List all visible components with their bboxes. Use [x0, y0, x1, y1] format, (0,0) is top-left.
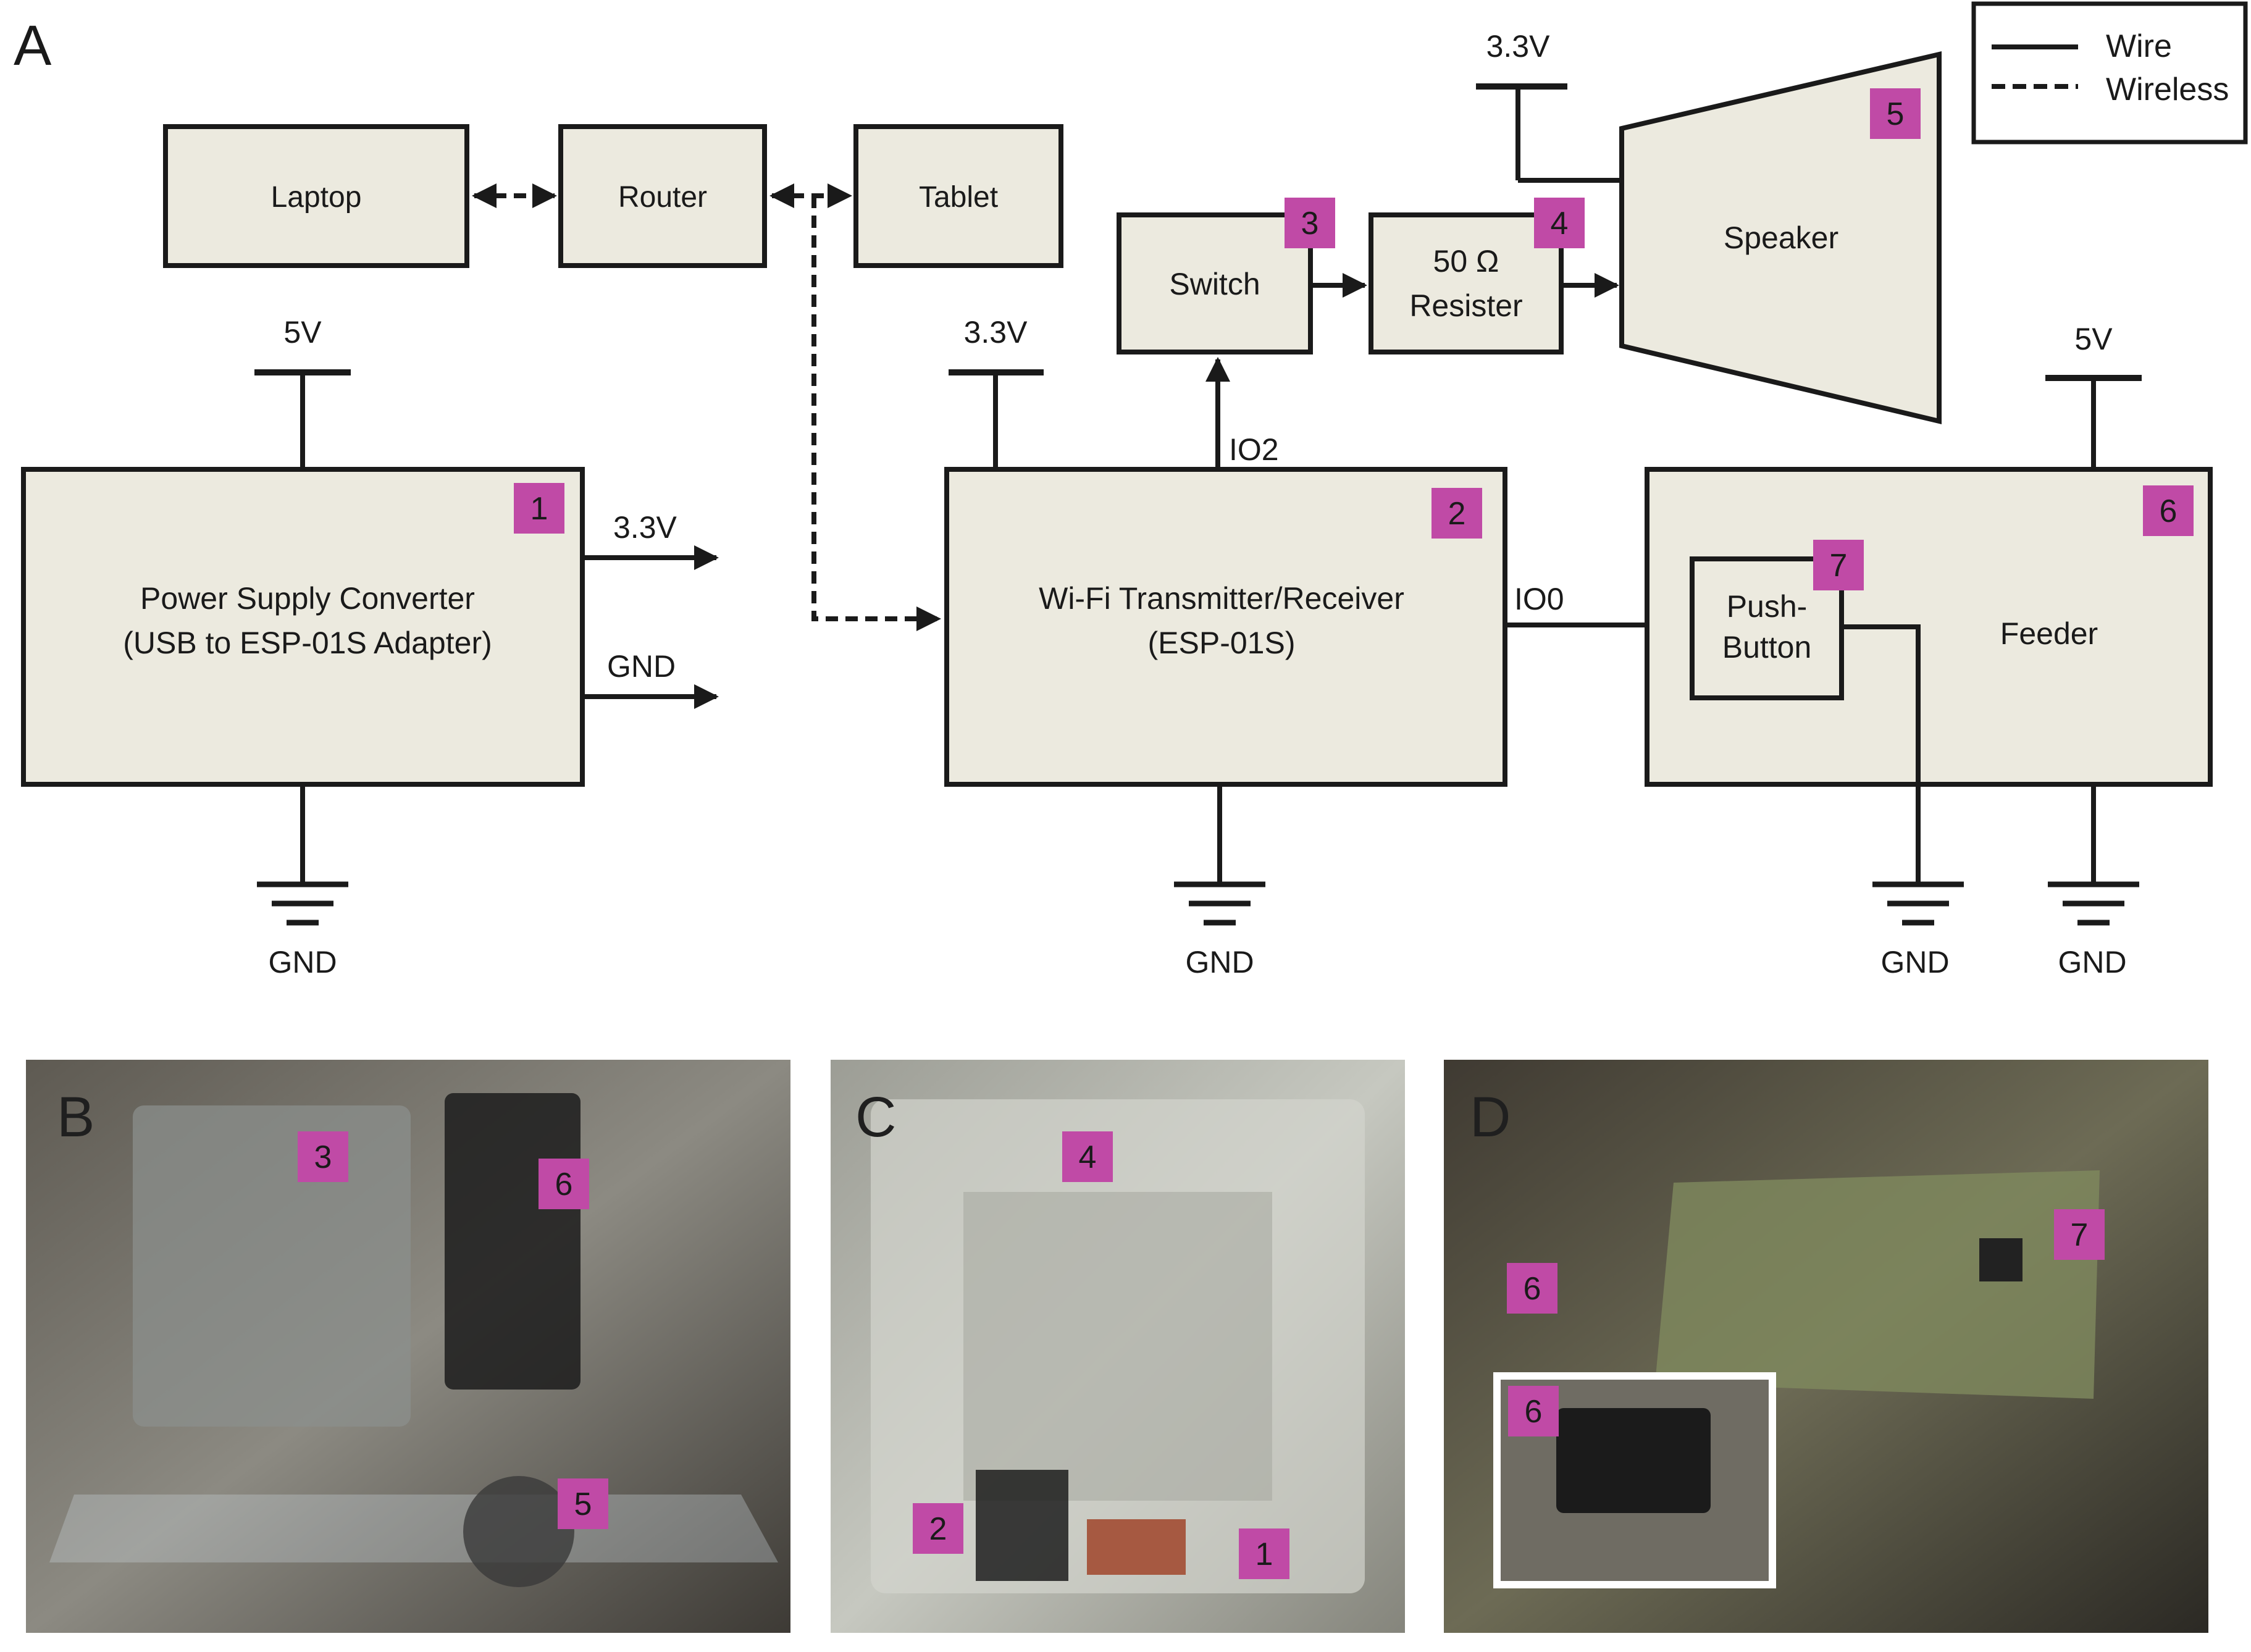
wifi-io0-label: IO0 [1514, 582, 1564, 616]
photo-d: D 7 6 6 [1444, 1060, 2208, 1633]
wifi-io2-label: IO2 [1229, 432, 1279, 467]
photo-b-tag-5-text: 5 [574, 1486, 592, 1522]
tag-1-text: 1 [530, 491, 548, 527]
photo-d-inset-tag-6 [1508, 1386, 1559, 1436]
photo-c-tag-1 [1239, 1528, 1289, 1579]
photo-d-inset-tag-6-text: 6 [1525, 1394, 1543, 1430]
photo-c-tag-2-text: 2 [929, 1511, 947, 1547]
tag-7-text: 7 [1830, 548, 1848, 584]
tablet-node: Tablet [853, 124, 1063, 268]
push-button-label-2: Button [1722, 630, 1812, 665]
router-wifi-wireless-link [811, 196, 941, 631]
feeder-5v-label: 5V [2074, 322, 2113, 356]
feeder-label: Feeder [2000, 616, 2098, 651]
photo-b-tag-6 [539, 1159, 589, 1209]
button-gnd-label: GND [1880, 945, 1949, 979]
photo-c-tag-4-text: 4 [1079, 1139, 1097, 1175]
feeder-gnd-label: GND [2058, 945, 2126, 979]
resistor-block: 4 50 Ω Resister [1369, 198, 1585, 354]
photo-d-tag-6 [1507, 1263, 1557, 1314]
panel-b-label: B [57, 1086, 94, 1149]
wifi-gnd-label: GND [1185, 945, 1254, 979]
power-supply-block: 5V 1 Power Supply Converter (USB to ESP-… [21, 315, 719, 979]
photo-b-tag-3-text: 3 [314, 1139, 332, 1175]
tablet-label: Tablet [919, 181, 998, 214]
tag-5-text: 5 [1887, 96, 1905, 132]
switch-label: Switch [1169, 267, 1260, 301]
speaker-3v3-label: 3.3V [1486, 29, 1551, 64]
ps-title: Power Supply Converter [140, 581, 475, 616]
panel-c-label: C [855, 1086, 896, 1149]
tag-5-badge [1870, 88, 1921, 139]
photo-c-tag-4 [1062, 1131, 1113, 1182]
photo-b: B 3 6 5 [26, 1060, 790, 1633]
photo-d-tag-7 [2054, 1209, 2105, 1260]
wifi-subtitle: (ESP-01S) [1148, 626, 1296, 660]
speaker-label: Speaker [1724, 220, 1838, 255]
tag-7-badge [1813, 540, 1864, 590]
ps-5v-label: 5V [283, 315, 322, 350]
panel-a-label: A [14, 14, 52, 77]
resistor-value: 50 Ω [1433, 244, 1499, 279]
tag-4-text: 4 [1551, 206, 1569, 241]
photo-c: C 4 2 1 [831, 1060, 1405, 1633]
tag-6-badge [2143, 485, 2194, 536]
tag-1-badge [514, 483, 564, 534]
ps-3v3-out-label: 3.3V [613, 510, 677, 545]
legend: Wire Wireless [1971, 1, 2248, 145]
photo-b-tag-5 [558, 1478, 608, 1529]
laptop-label: Laptop [271, 181, 362, 214]
legend-wire-label: Wire [2106, 28, 2172, 64]
ps-gnd-out-label: GND [607, 649, 676, 684]
feeder-block: 5V 6 Feeder 7 Push- Button GND GND [1645, 322, 2213, 979]
photo-c-tag-1-text: 1 [1255, 1537, 1273, 1572]
panel-d-label: D [1470, 1086, 1511, 1149]
wifi-title: Wi-Fi Transmitter/Receiver [1039, 581, 1404, 616]
photo-d-tag-7-text: 7 [2071, 1217, 2089, 1253]
tag-6-text: 6 [2160, 493, 2178, 529]
switch-block: 3 Switch [1117, 198, 1335, 354]
ps-gnd-label: GND [268, 945, 337, 979]
legend-wireless-label: Wireless [2106, 72, 2229, 107]
photo-d-tag-6-text: 6 [1524, 1271, 1541, 1307]
photo-b-tag-6-text: 6 [555, 1167, 573, 1202]
tag-4-badge [1534, 198, 1585, 248]
tag-3-text: 3 [1301, 206, 1319, 241]
wifi-3v3-label: 3.3V [964, 315, 1028, 350]
tag-3-badge [1285, 198, 1335, 248]
speaker-block: 3.3V 5 Speaker [1476, 29, 1942, 425]
tag-2-text: 2 [1448, 496, 1466, 532]
router-label: Router [618, 181, 707, 214]
legend-box [1971, 1, 2248, 145]
photo-c-tag-2 [913, 1503, 963, 1554]
ps-subtitle: (USB to ESP-01S Adapter) [123, 626, 492, 660]
tag-2-badge [1432, 488, 1482, 539]
photo-b-tag-3 [298, 1131, 348, 1182]
laptop-node: Laptop [163, 124, 469, 268]
wifi-block: 3.3V 2 Wi-Fi Transmitter/Receiver (ESP-0… [944, 315, 1696, 979]
resistor-label: Resister [1409, 288, 1522, 323]
router-node: Router [558, 124, 767, 268]
push-button-label-1: Push- [1727, 589, 1808, 624]
